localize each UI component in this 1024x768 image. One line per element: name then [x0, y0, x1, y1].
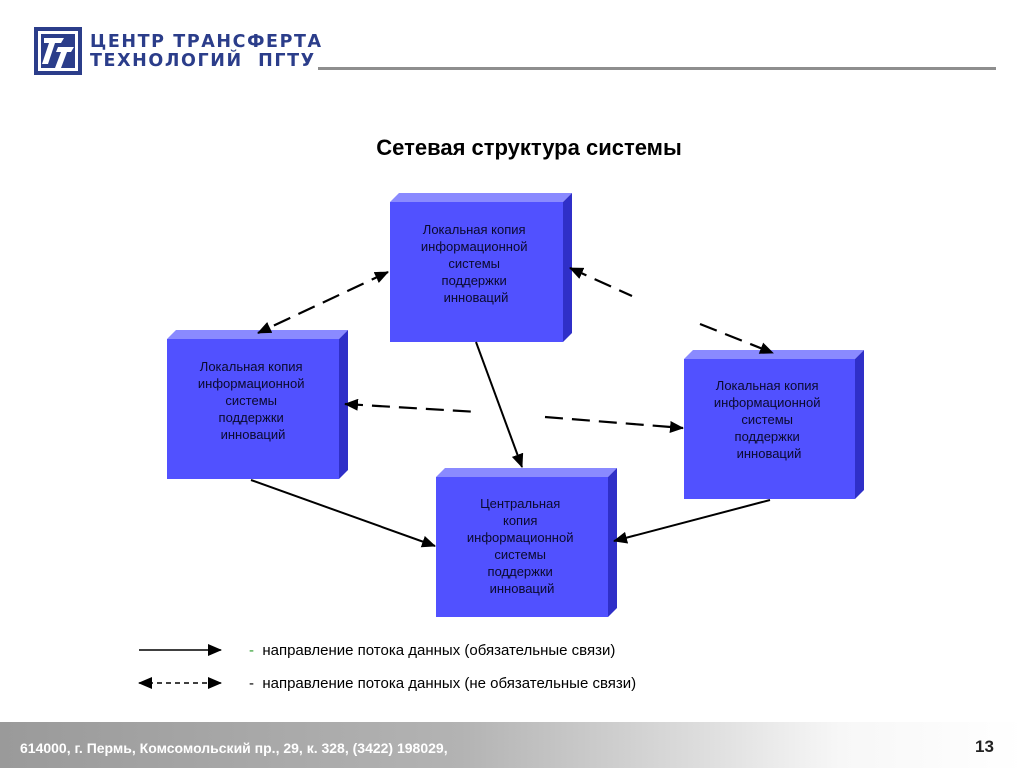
- dashed-link-top-right-a: [569, 266, 633, 298]
- legend-bullet: -: [249, 642, 254, 659]
- box-label-line: информационной: [421, 239, 528, 254]
- box-label-line: инноваций: [737, 446, 802, 461]
- dashed-link-left-right-b: [544, 415, 684, 433]
- box-label-line: Локальная копия: [200, 359, 303, 374]
- box-label-line: поддержки: [735, 429, 800, 444]
- box-label-line: системы: [448, 256, 500, 271]
- local-copy-box-top: Локальная копия информационной системы п…: [390, 193, 572, 342]
- legend-label: направление потока данных (обязательные …: [262, 642, 616, 659]
- box-label: Локальная копия информационной системы п…: [198, 359, 308, 442]
- logo-text: ЦЕНТР ТРАНСФЕРТА ТЕХНОЛОГИЙ ПГТУ: [90, 33, 323, 71]
- central-copy-box: Центральная копия информационной системы…: [436, 468, 617, 617]
- local-copy-box-left: Локальная копия информационной системы п…: [167, 330, 348, 479]
- box-label-line: информационной: [467, 530, 574, 545]
- page-number: 13: [975, 737, 994, 756]
- logo-line-1: ЦЕНТР ТРАНСФЕРТА: [90, 32, 323, 52]
- box-front-face: [436, 477, 608, 617]
- box-label-line: Локальная копия: [423, 222, 526, 237]
- box-top-face: [436, 468, 617, 477]
- logo-line-2: ТЕХНОЛОГИЙ ПГТУ: [90, 51, 316, 71]
- box-label-line: инноваций: [444, 290, 509, 305]
- box-label: Центральная копия информационной системы…: [467, 496, 577, 596]
- tt-logo-icon: [34, 27, 82, 75]
- legend-bullet: -: [249, 675, 254, 692]
- footer-address: 614000, г. Пермь, Комсомольский пр., 29,…: [20, 740, 448, 756]
- box-front-face: [684, 359, 855, 499]
- solid-link-top-center: [475, 341, 524, 468]
- dashed-link-top-left: [257, 271, 389, 334]
- legend-label: направление потока данных (не обязательн…: [262, 675, 637, 692]
- box-front-face: [390, 202, 563, 342]
- box-label-line: инноваций: [490, 581, 555, 596]
- box-side-face: [608, 468, 617, 617]
- local-copy-box-right: Локальная копия информационной системы п…: [684, 350, 864, 499]
- box-label-line: информационной: [198, 376, 305, 391]
- solid-link-left-center: [250, 479, 436, 548]
- box-side-face: [339, 330, 348, 479]
- box-label-line: Центральная: [480, 496, 560, 511]
- box-front-face: [167, 339, 339, 479]
- box-label: Локальная копия информационной системы п…: [714, 378, 824, 461]
- footer-bar: [0, 722, 1024, 768]
- legend-item-dashed: - направление потока данных (не обязател…: [249, 675, 636, 692]
- box-label-line: системы: [225, 393, 277, 408]
- box-label-line: системы: [741, 412, 793, 427]
- box-label-line: поддержки: [442, 273, 507, 288]
- box-label-line: поддержки: [488, 564, 553, 579]
- box-label-line: поддержки: [219, 410, 284, 425]
- box-top-face: [390, 193, 572, 202]
- header-divider: [318, 67, 996, 70]
- box-side-face: [855, 350, 864, 499]
- box-label-line: системы: [494, 547, 546, 562]
- solid-link-right-center: [613, 499, 771, 544]
- legend-item-solid: - направление потока данных (обязательны…: [249, 642, 615, 659]
- box-side-face: [563, 193, 572, 342]
- page-title: Сетевая структура системы: [376, 135, 682, 160]
- network-diagram: Локальная копия информационной системы п…: [138, 193, 864, 689]
- box-label: Локальная копия информационной системы п…: [421, 222, 531, 305]
- dashed-link-top-right-b: [699, 322, 774, 355]
- box-label-line: Локальная копия: [716, 378, 819, 393]
- box-label-line: копия: [503, 513, 537, 528]
- box-top-face: [684, 350, 864, 359]
- dashed-link-left-right-a: [344, 398, 479, 414]
- box-top-face: [167, 330, 348, 339]
- box-label-line: информационной: [714, 395, 821, 410]
- box-label-line: инноваций: [221, 427, 286, 442]
